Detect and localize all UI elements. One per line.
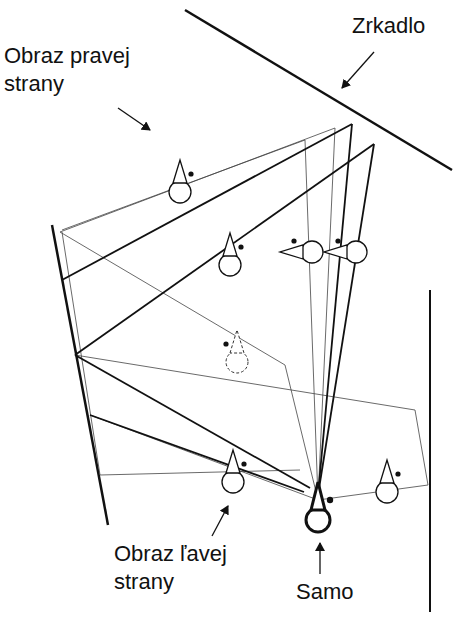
self-label: Samo [296, 578, 386, 606]
image-label: Obraz pravej strany [4, 42, 144, 98]
image-label: Obraz ľavej strany [114, 540, 254, 596]
mirror-label: Zrkadlo [352, 12, 452, 40]
